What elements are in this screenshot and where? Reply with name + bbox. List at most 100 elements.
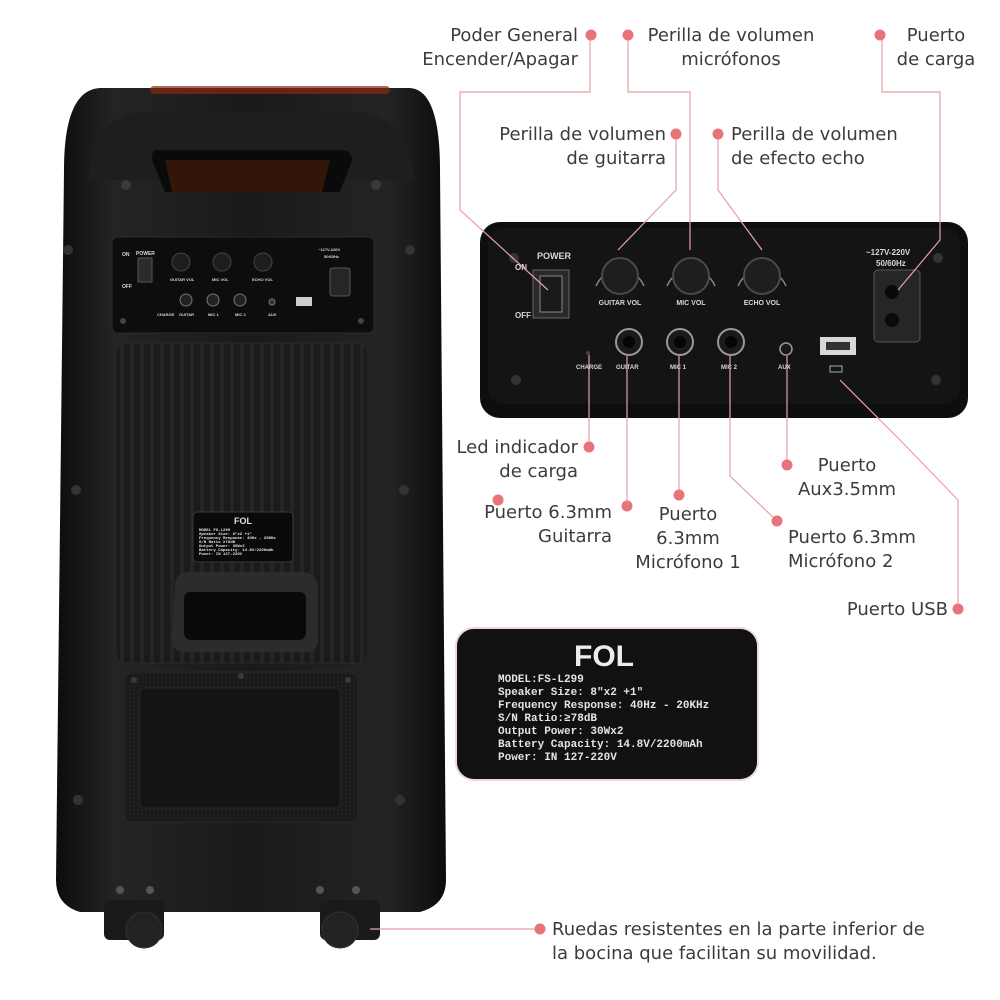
speaker-nameplate-line: Frequency Response: 40Hz - 20KHz (199, 536, 276, 541)
callout-mic2: Puerto 6.3mm Micrófono 2 (788, 526, 916, 574)
nameplate-brand: FOL (574, 640, 634, 673)
panel-power-label: POWER (537, 251, 572, 261)
panel-mic2-label: MIC 2 (721, 365, 738, 371)
leader-mic2 (729, 356, 778, 522)
leader-power (459, 35, 591, 291)
callout-power: Poder General Encender/Apagar (422, 24, 578, 72)
speaker-bottom-mesh (123, 671, 359, 823)
speaker-on-label: ON (122, 252, 130, 258)
callout-guitar-port-line2: Guitarra (538, 526, 612, 547)
callout-wheels-line1: Ruedas resistentes en la parte inferior … (552, 919, 925, 940)
panel-aux-label: AUX (778, 365, 791, 371)
callout-echo-vol: Perilla de volumen de efecto echo (731, 123, 898, 171)
callout-mic2-line1: Puerto 6.3mm (788, 527, 916, 548)
nameplate-line: S/N Ratio:≥78dB (498, 713, 597, 725)
speaker-nameplate-line: Output Power: 30Wx2 (199, 544, 245, 549)
speaker-nameplate-line: Power: IN 127-220V (199, 552, 243, 557)
callout-led-line2: de carga (499, 461, 578, 482)
speaker-mic2-label: MIC 2 (235, 312, 246, 317)
leader-charge (881, 35, 941, 291)
panel-mic1-label: MIC 1 (670, 365, 687, 371)
dot-guitar-port (621, 500, 633, 512)
leader-echo-vol (717, 134, 763, 251)
dot-mic2 (771, 515, 783, 527)
speaker-guitar-label: GUITAR (179, 312, 194, 317)
nameplate-line: Output Power: 30Wx2 (498, 726, 623, 738)
guitar-vol-knob (595, 257, 645, 295)
callout-guitar-vol-line2: de guitarra (566, 148, 666, 169)
speaker-control-panel: ON OFF POWER GUITAR VOL MIC VOL ECHO VOL… (111, 236, 375, 334)
speaker-nameplate-line: Battery Capacity: 14.8V/2200mAh (199, 548, 274, 553)
wheels (104, 886, 380, 949)
mic-vol-knob (666, 257, 716, 295)
callout-usb: Puerto USB (847, 598, 948, 622)
callout-mic1-line2: 6.3mm (656, 528, 720, 549)
callout-mic1-line1: Puerto (658, 504, 718, 525)
callout-guitar-port-line1: Puerto 6.3mm (484, 502, 612, 523)
control-panel-closeup: ON OFF POWER GUITAR VOL MIC VOL ECHO VOL… (480, 222, 968, 418)
leader-lines (370, 35, 959, 930)
nameplate-line: Battery Capacity: 14.8V/2200mAh (498, 739, 703, 751)
speaker-echo-vol-label: ECHO VOL (252, 277, 273, 282)
speaker-off-label: OFF (122, 284, 132, 290)
callout-mic1: Puerto 6.3mm Micrófono 1 (626, 503, 750, 575)
nameplate-line: MODEL:FS-L299 (498, 674, 584, 686)
panel-voltage-label: ~127V-220V (866, 248, 911, 257)
dot-guitar-port-left (492, 494, 504, 506)
speaker-power-label: POWER (136, 251, 155, 257)
callout-led-line1: Led indicador (456, 437, 578, 458)
panel-guitar-vol-label: GUITAR VOL (599, 300, 642, 307)
panel-freq-label: 50/60Hz (876, 259, 906, 268)
leader-usb (839, 379, 959, 609)
callout-aux-line1: Puerto (817, 455, 877, 476)
speaker-nameplate-line: S/N Ratio ≥78dB (199, 540, 236, 545)
dot-led (583, 441, 595, 453)
callout-mic1-line3: Micrófono 1 (635, 552, 741, 573)
panel-off-label: OFF (515, 311, 531, 320)
leader-mic-vol (627, 35, 691, 250)
dot-usb (952, 603, 964, 615)
callout-echo-vol-line1: Perilla de volumen (731, 124, 898, 145)
dot-wheels (534, 923, 546, 935)
callout-charge-port: Puerto de carga (888, 24, 984, 72)
callout-mic2-line2: Micrófono 2 (788, 551, 894, 572)
dot-charge (874, 29, 886, 41)
callout-charge-port-line2: de carga (896, 49, 976, 70)
nameplate-closeup: FOL MODEL:FS-L299 Speaker Size: 8"x2 +1"… (455, 627, 759, 781)
speaker-nameplate-lines: MODEL FS-L299 Speaker Size: 8"x2 +1" Fre… (199, 529, 276, 557)
speaker-freq-label: 50/60Hz (324, 254, 339, 259)
callout-usb-line1: Puerto USB (846, 599, 948, 620)
speaker-charge-label: CHARGE (157, 312, 175, 317)
nameplate-line: Power: IN 127-220V (498, 752, 617, 764)
speaker-mic1-label: MIC 1 (208, 312, 219, 317)
callout-guitar-port: Puerto 6.3mm Guitarra (484, 501, 612, 549)
panel-on-label: ON (515, 263, 527, 272)
callout-mic-vol-line2: micrófonos (681, 49, 781, 70)
callout-power-line1: Poder General (450, 25, 578, 46)
callout-charge-port-line1: Puerto (906, 25, 966, 46)
dot-echo-vol (712, 128, 724, 140)
callout-led: Led indicador de carga (456, 436, 578, 484)
callout-guitar-vol-line1: Perilla de volumen (499, 124, 666, 145)
callout-echo-vol-line2: de efecto echo (731, 148, 865, 169)
charge-port (873, 269, 921, 343)
speaker-nameplate-line: MODEL FS-L299 (199, 529, 231, 533)
aux-jack (779, 342, 793, 356)
nameplate-lines: MODEL:FS-L299 Speaker Size: 8"x2 +1" Fre… (498, 674, 709, 764)
panel-mic-vol-label: MIC VOL (676, 300, 706, 307)
speaker-mic-vol-label: MIC VOL (212, 277, 229, 282)
callout-mic-vol-line1: Perilla de volumen (647, 25, 815, 46)
dot-mic1 (673, 489, 685, 501)
speaker-grille: FOL MODEL FS-L299 Speaker Size: 8"x2 +1"… (115, 342, 369, 664)
charge-led (586, 351, 590, 355)
callout-mic-vol: Perilla de volumen micrófonos (636, 24, 826, 72)
callout-power-line2: Encender/Apagar (422, 49, 578, 70)
callout-aux: Puerto Aux3.5mm (786, 454, 908, 502)
nameplate-line: Frequency Response: 40Hz - 20KHz (498, 700, 709, 712)
speaker-nameplate-line: Speaker Size: 8"x2 +1" (199, 532, 252, 537)
panel-guitar-label: GUITAR (616, 365, 639, 371)
speaker-aux-label: AUX (268, 312, 277, 317)
callout-aux-line2: Aux3.5mm (797, 479, 897, 500)
speaker-voltage-label: ~127V-220V (318, 247, 340, 252)
